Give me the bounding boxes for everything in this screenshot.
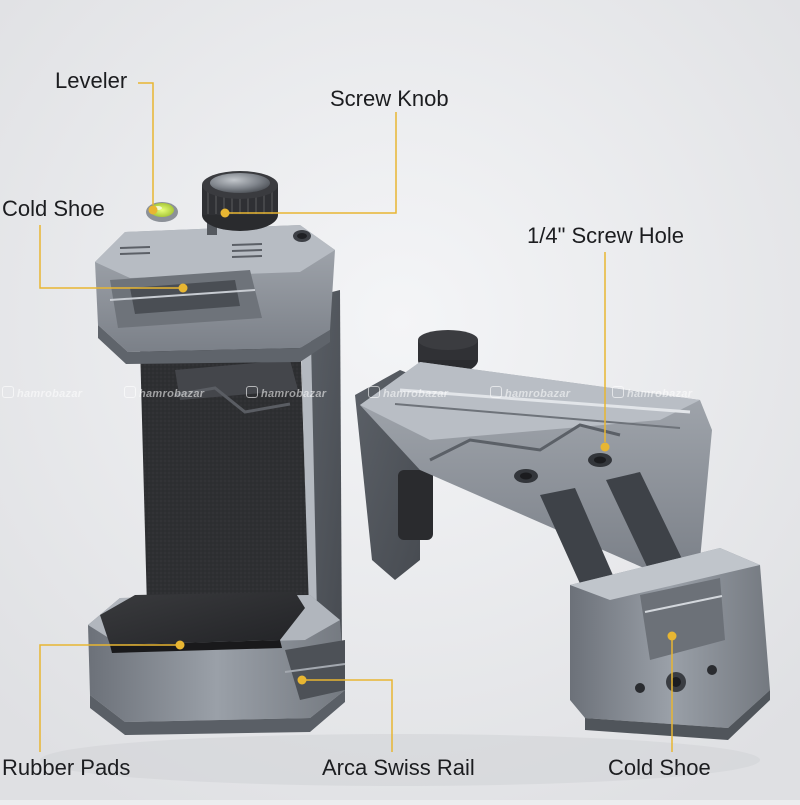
camera-icon	[368, 386, 380, 398]
watermark: hamrobazar	[490, 386, 570, 400]
camera-icon	[612, 386, 624, 398]
camera-icon	[490, 386, 502, 398]
right-clamp	[355, 330, 770, 740]
slot-right	[606, 472, 685, 573]
watermark: hamrobazar	[246, 386, 326, 400]
camera-icon	[2, 386, 14, 398]
cold-shoe-top-label: Cold Shoe	[2, 196, 105, 221]
camera-icon	[246, 386, 258, 398]
screw-knob-label: Screw Knob	[330, 86, 449, 111]
cold-shoe-front	[640, 578, 725, 660]
arca-swiss-rail-label: Arca Swiss Rail	[322, 755, 475, 780]
callout-dots	[148, 205, 677, 685]
watermark: hamrobazar	[612, 386, 692, 400]
camera-icon	[124, 386, 136, 398]
rubber-pad	[100, 592, 305, 645]
rubber-pads-label: Rubber Pads	[2, 755, 131, 780]
screw-hole-label: 1/4" Screw Hole	[527, 223, 684, 248]
arca-swiss-rail	[285, 640, 345, 700]
cold-shoe-bottom-label: Cold Shoe	[608, 755, 711, 780]
left-clamp	[88, 171, 346, 735]
screw-knob	[202, 171, 278, 235]
watermark: hamrobazar	[124, 386, 204, 400]
slot-left	[540, 488, 615, 588]
leveler-label: Leveler	[55, 68, 128, 93]
watermark: hamrobazar	[368, 386, 448, 400]
callout-lines	[39, 82, 673, 752]
watermark: hamrobazar	[2, 386, 82, 400]
